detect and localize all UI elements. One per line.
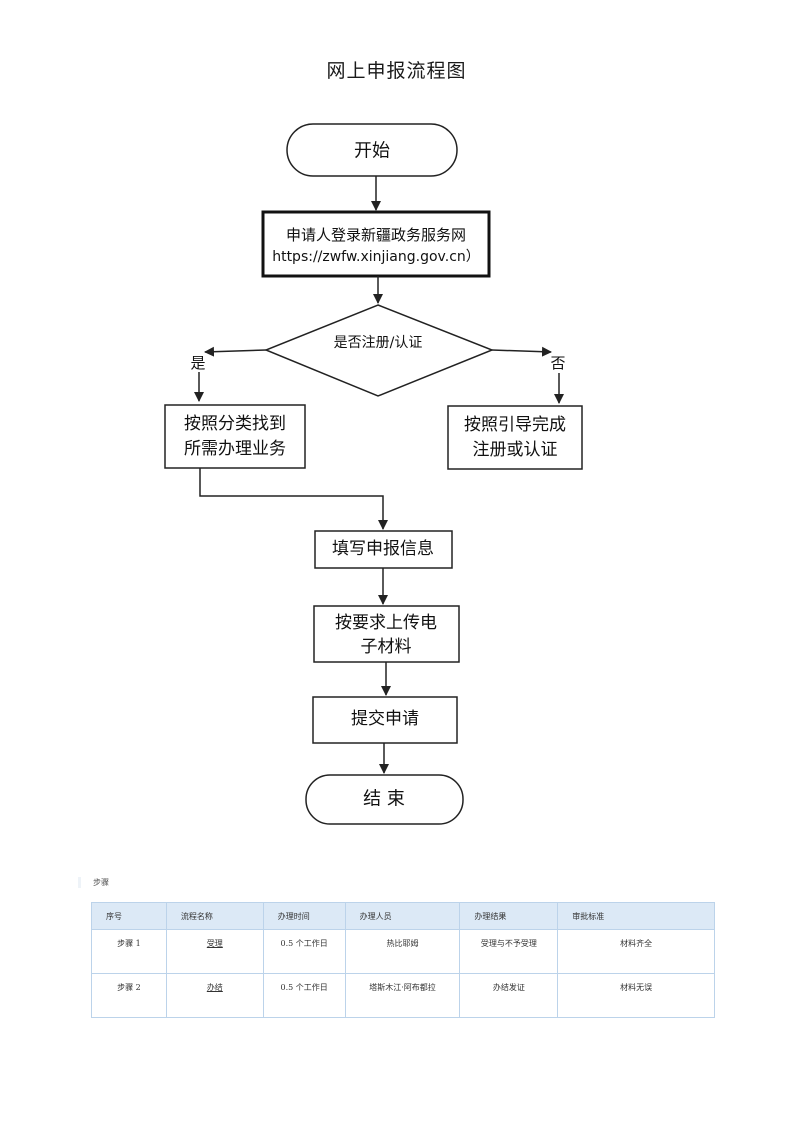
flowchart: 开始 申请人登录新疆政务服务网 https://zwfw.xinjiang.go…	[164, 123, 583, 825]
page-title: 网上申报流程图	[326, 60, 467, 82]
process-link-complete[interactable]: 办结	[206, 983, 223, 992]
yes-box-line1: 按照分类找到	[184, 414, 286, 434]
yes-box-line2: 所需办理业务	[184, 439, 286, 459]
no-label: 否	[550, 354, 565, 372]
header-index: 序号	[91, 902, 167, 930]
cell-process-name[interactable]: 受理	[165, 929, 264, 974]
yes-box	[164, 404, 306, 469]
login-box	[261, 210, 491, 278]
cell-index: 步骤 2	[91, 973, 167, 1018]
arrow-yes-fill	[199, 468, 388, 530]
cell-criteria: 材料无误	[557, 973, 715, 1018]
steps-section-label: 步骤	[78, 877, 109, 888]
no-box-line2: 注册或认证	[473, 440, 558, 460]
header-process-name: 流程名称	[165, 902, 264, 930]
decision-label: 是否注册/认证	[334, 335, 423, 351]
submit-label: 提交申请	[351, 709, 419, 729]
cell-criteria: 材料齐全	[557, 929, 715, 974]
process-link-accept[interactable]: 受理	[206, 939, 223, 948]
login-line2: https://zwfw.xinjiang.gov.cn）	[272, 249, 480, 265]
cell-result: 办结发证	[459, 973, 559, 1018]
start-label: 开始	[354, 141, 390, 162]
end-terminal	[305, 774, 464, 825]
decision-diamond	[264, 304, 495, 397]
no-box	[447, 405, 583, 470]
arrow-decision-yes	[204, 346, 267, 357]
steps-table: 序号 流程名称 办理时间 办理人员 办理结果 审批标准 步骤 1 受理 0.5 …	[91, 902, 715, 1018]
header-handler: 办理人员	[344, 902, 461, 930]
header-result: 办理结果	[459, 902, 559, 930]
start-terminal	[286, 123, 458, 177]
login-line1: 申请人登录新疆政务服务网	[286, 226, 466, 244]
fill-label: 填写申报信息	[332, 539, 434, 559]
submit-box	[312, 696, 458, 744]
cell-duration: 0.5 个工作日	[262, 973, 346, 1018]
table-row: 步骤 2 办结 0.5 个工作日 塔斯木江·阿布都拉 办结发证 材料无误	[91, 973, 715, 1018]
end-label: 结 束	[363, 789, 405, 810]
header-criteria: 审批标准	[557, 902, 715, 930]
upload-line2: 子材料	[361, 637, 412, 657]
fill-box	[314, 530, 453, 569]
cell-process-name[interactable]: 办结	[165, 973, 264, 1018]
cell-handler: 塔斯木江·阿布都拉	[344, 973, 461, 1018]
cell-handler: 热比耶姆	[344, 929, 461, 974]
upload-line1: 按要求上传电	[335, 613, 437, 633]
cell-index: 步骤 1	[91, 929, 167, 974]
no-box-line1: 按照引导完成	[464, 415, 566, 435]
yes-label: 是	[190, 354, 205, 372]
table-row: 步骤 1 受理 0.5 个工作日 热比耶姆 受理与不予受理 材料齐全	[91, 929, 715, 974]
arrow-decision-no	[491, 346, 552, 357]
cell-result: 受理与不予受理	[459, 929, 559, 974]
header-duration: 办理时间	[262, 902, 346, 930]
table-header-row: 序号 流程名称 办理时间 办理人员 办理结果 审批标准	[91, 902, 715, 930]
cell-duration: 0.5 个工作日	[262, 929, 346, 974]
